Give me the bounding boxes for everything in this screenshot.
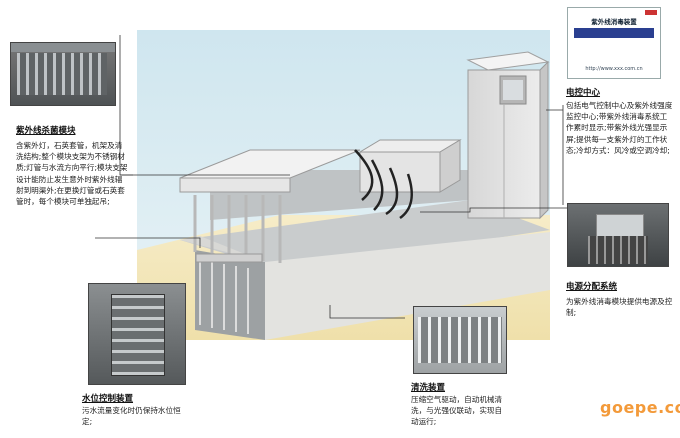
control-center-title: 电控中心 <box>566 88 601 98</box>
water-level-title: 水位控制装置 <box>82 394 134 404</box>
control-center-description: 包括电气控制中心及紫外线强度监控中心;带紫外线消毒系统工作累时显示;带紫外线光强… <box>566 101 673 155</box>
brochure-url: http://www.xxx.com.cn <box>585 66 643 72</box>
water-level-photo <box>88 283 186 385</box>
cleaning-tubes <box>418 317 502 363</box>
channel-floor <box>180 200 550 270</box>
brochure-banner <box>574 28 654 38</box>
cleaning-title: 清洗装置 <box>411 383 446 393</box>
watermark: goepe.com <box>600 398 680 417</box>
power-cables <box>588 236 648 264</box>
power-distribution-photo <box>567 203 669 267</box>
water-level-gate <box>111 294 165 376</box>
cables <box>354 149 414 220</box>
cleaning-device-photo <box>413 306 507 374</box>
uv-module-photo <box>10 42 116 106</box>
control-cabinet <box>466 51 550 220</box>
power-box <box>596 214 644 238</box>
uv-module-top-bar <box>11 43 115 52</box>
brochure-logo <box>645 10 657 15</box>
uv-module-rack <box>179 149 361 334</box>
module-description: 含紫外灯，石英套管，机架及清洗结构;整个模块支架为不锈钢材质;灯管与水流方向平行… <box>16 141 128 207</box>
power-distribution-description: 为紫外线消毒模块提供电源及控制; <box>566 297 673 318</box>
cleaning-description: 压缩空气驱动，自动机械清洗，与光强仪联动，实现自动运行; <box>411 395 503 427</box>
brochure-cover: 紫外线消毒装置 http://www.xxx.com.cn <box>567 7 661 79</box>
power-distribution-title: 电源分配系统 <box>566 282 618 292</box>
module-title: 紫外线杀菌模块 <box>16 126 76 136</box>
channel-wall-right <box>265 232 550 340</box>
junction-box <box>358 139 462 193</box>
uv-lamps-pattern <box>17 53 107 95</box>
leader-lines <box>95 35 590 319</box>
channel-wall-front <box>195 250 265 340</box>
water-level-description: 污水流量变化时仍保持水位恒定; <box>82 406 181 427</box>
brochure-title: 紫外线消毒装置 <box>591 18 637 26</box>
